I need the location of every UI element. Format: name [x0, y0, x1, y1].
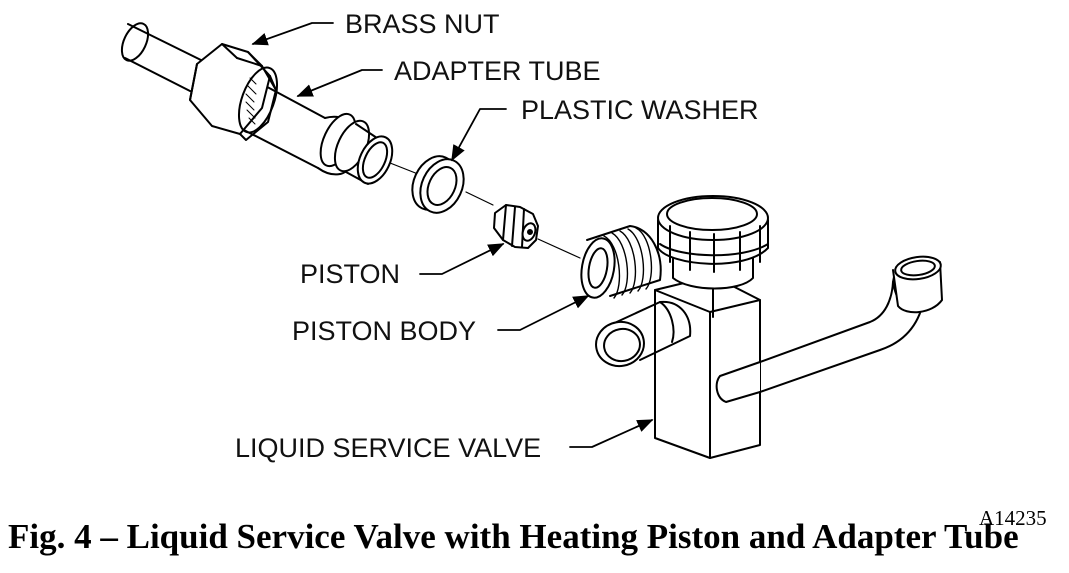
- brass-nut: [189, 43, 279, 141]
- label-piston: PISTON: [300, 259, 401, 289]
- leader-piston-body: [497, 295, 590, 331]
- piston: [493, 204, 539, 249]
- leader-piston: [419, 243, 505, 275]
- figure-code: A14235: [979, 506, 1047, 530]
- leader-lines: [251, 22, 654, 448]
- leader-liquid-service-valve: [569, 419, 654, 448]
- assembly-centerline: [384, 160, 581, 259]
- leader-plastic-washer: [451, 108, 507, 162]
- liquid-service-valve: [580, 195, 943, 459]
- label-piston-body: PISTON BODY: [292, 316, 477, 346]
- label-plastic-washer: PLASTIC WASHER: [521, 95, 759, 125]
- adapter-tube: [120, 22, 394, 185]
- label-liquid-service-valve: LIQUID SERVICE VALVE: [235, 433, 542, 463]
- label-brass-nut: BRASS NUT: [345, 9, 500, 39]
- label-adapter-tube: ADAPTER TUBE: [394, 56, 601, 86]
- figure-caption: Fig. 4 – Liquid Service Valve with Heati…: [8, 517, 1019, 556]
- plastic-washer: [411, 155, 465, 214]
- leader-adapter-tube: [296, 69, 383, 97]
- leader-brass-nut: [251, 22, 334, 46]
